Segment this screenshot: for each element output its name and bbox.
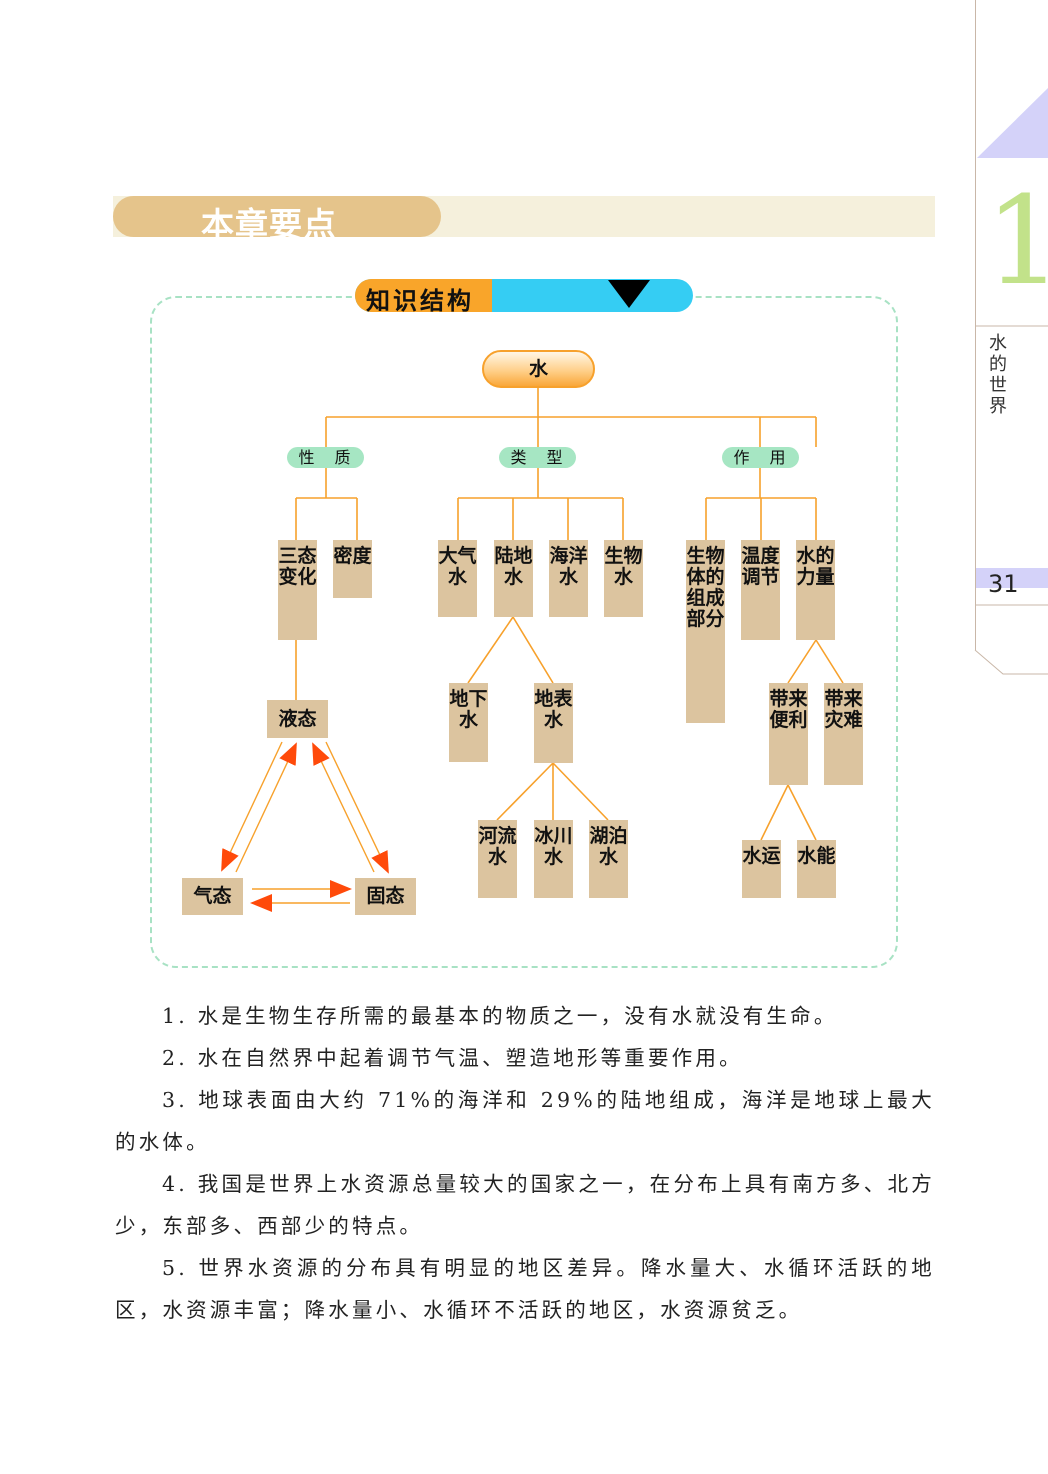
- node-solid: 固态: [355, 878, 416, 915]
- node-water-transport: 水运: [742, 840, 781, 898]
- chapter-title: 水的世界: [989, 333, 1007, 417]
- node-organism-component: 生物体的组成部分: [686, 540, 725, 723]
- triangle-down-icon: [608, 280, 650, 308]
- key-point: 2. 水在自然界中起着调节气温、塑造地形等重要作用。: [162, 1046, 743, 1070]
- node-gas: 气态: [182, 878, 243, 915]
- node-benefit: 带来便利: [769, 683, 808, 785]
- root-node-water: 水: [482, 350, 595, 388]
- sidebar-border: [975, 0, 976, 650]
- chapter-number: 1: [985, 170, 1048, 312]
- node-hydropower: 水能: [797, 840, 836, 898]
- node-three-states: 三态变化: [278, 540, 317, 640]
- knowledge-structure-title: 知识结构: [366, 287, 474, 312]
- node-biological-water: 生物水: [604, 540, 643, 617]
- category-functions: 作 用: [722, 447, 799, 468]
- page-number: 31: [988, 570, 1019, 598]
- node-land-water: 陆地水: [494, 540, 533, 617]
- key-point: 3. 地球表面由大约 71%的海洋和 29%的陆地组成，海洋是地球上最大的水体。: [115, 1088, 935, 1154]
- node-ocean-water: 海洋水: [549, 540, 588, 617]
- node-water-power: 水的力量: [796, 540, 835, 640]
- node-lake-water: 湖泊水: [589, 820, 628, 898]
- banner-title: 本章要点: [201, 205, 337, 244]
- node-surface-water: 地表水: [534, 683, 573, 763]
- node-temperature-regulation: 温度调节: [741, 540, 780, 640]
- key-point: 4. 我国是世界上水资源总量较大的国家之一，在分布上具有南方多、北方少，东部多、…: [115, 1172, 935, 1238]
- key-points-list: 1. 水是生物生存所需的最基本的物质之一，没有水就没有生命。 2. 水在自然界中…: [115, 995, 935, 1331]
- node-atmospheric-water: 大气水: [438, 540, 477, 617]
- node-disaster: 带来灾难: [824, 683, 863, 785]
- key-point: 1. 水是生物生存所需的最基本的物质之一，没有水就没有生命。: [162, 1004, 838, 1028]
- category-properties: 性 质: [287, 447, 364, 468]
- sidebar-decoration: [974, 88, 1048, 675]
- knowledge-structure-header: 知识结构: [355, 279, 693, 312]
- node-liquid: 液态: [267, 700, 328, 738]
- node-glacier-water: 冰川水: [534, 820, 573, 898]
- page-number-bar: 31: [976, 568, 1048, 598]
- key-point: 5. 世界水资源的分布具有明显的地区差异。降水量大、水循环活跃的地区，水资源丰富…: [115, 1256, 935, 1322]
- node-groundwater: 地下水: [449, 683, 488, 762]
- node-river-water: 河流水: [478, 820, 517, 898]
- node-density: 密度: [333, 540, 372, 598]
- category-types: 类 型: [499, 447, 576, 468]
- diagram-connectors: [221, 388, 844, 912]
- chapter-key-points-banner: 本章要点: [113, 196, 441, 244]
